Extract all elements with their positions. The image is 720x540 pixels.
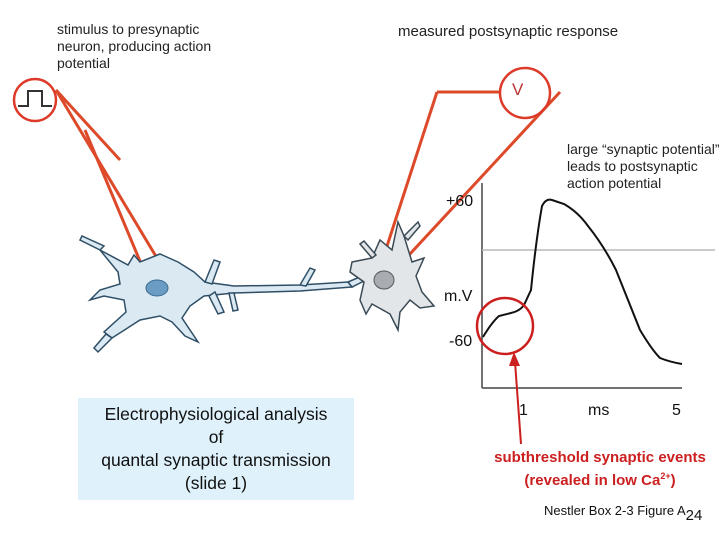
presynaptic-neuron bbox=[78, 235, 365, 354]
slide-title-line-3: quantal synaptic transmission bbox=[101, 450, 331, 470]
x-tick-5: 5 bbox=[672, 402, 681, 419]
axis-unit-label: m.V bbox=[444, 288, 473, 305]
axis-top-tick: +60 bbox=[446, 193, 474, 210]
stimulus-pulse-icon bbox=[12, 77, 58, 123]
voltmeter-circle bbox=[498, 66, 552, 120]
slide-title-box: Electrophysiological analysis of quantal… bbox=[78, 398, 354, 500]
subthreshold-highlight-circle bbox=[475, 296, 535, 356]
slide-title-line-1: Electrophysiological analysis bbox=[104, 404, 328, 424]
citation-text: Nestler Box 2-3 Figure A bbox=[544, 503, 686, 518]
subthreshold-line-2: (revealed in low Ca2+) bbox=[480, 467, 720, 490]
x-unit-label: ms bbox=[588, 402, 610, 419]
graph-axes bbox=[481, 183, 682, 389]
voltmeter-label: V bbox=[512, 80, 524, 99]
response-label: measured postsynaptic response bbox=[398, 23, 619, 40]
stimulating-electrode bbox=[54, 88, 177, 289]
stimulus-label: stimulus to presynaptic neuron, producin… bbox=[57, 21, 212, 71]
subthreshold-arrow bbox=[509, 352, 522, 445]
slide-title-line-2: of bbox=[208, 427, 224, 447]
subthreshold-label: subthreshold synaptic events (revealed i… bbox=[480, 448, 720, 490]
postsynaptic-nucleus bbox=[373, 270, 395, 290]
x-tick-1: 1 bbox=[519, 402, 528, 419]
presynaptic-nucleus bbox=[145, 279, 169, 297]
axis-bottom-tick: -60 bbox=[449, 333, 473, 350]
calcium-charge: 2+ bbox=[660, 471, 671, 481]
voltage-trace bbox=[482, 198, 683, 365]
slide-title-line-4: (slide 1) bbox=[184, 473, 248, 493]
large-potential-label: large “synaptic potential” leads to post… bbox=[567, 141, 720, 191]
page-number: 24 bbox=[685, 507, 703, 524]
citation: Nestler Box 2-3 Figure A24 bbox=[544, 502, 702, 524]
subthreshold-line-1: subthreshold synaptic events bbox=[494, 449, 706, 466]
subthreshold-line-2-text: (revealed in low Ca bbox=[524, 472, 661, 489]
subthreshold-line-2-close: ) bbox=[670, 472, 676, 489]
